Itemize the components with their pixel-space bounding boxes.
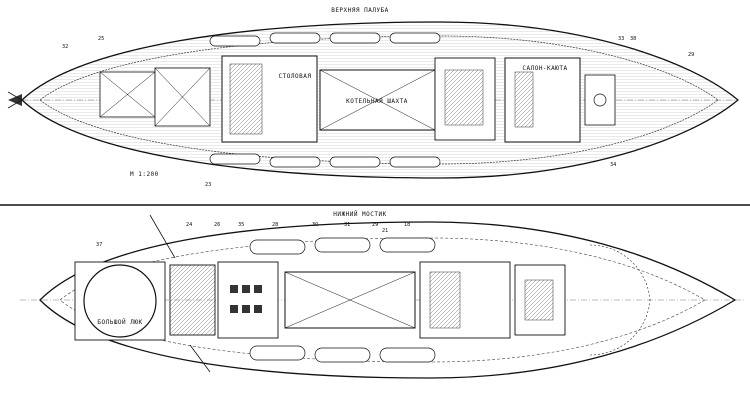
lower-plan-title: НИЖНИЙ МОСТИК	[333, 211, 386, 218]
canteen-label: СТОЛОВАЯ	[279, 73, 312, 80]
callout: 21	[382, 228, 388, 234]
callout: 29	[372, 222, 378, 228]
upper-bow	[8, 94, 22, 106]
upper-lifeboats	[209, 32, 441, 168]
callout: 31	[344, 222, 350, 228]
callout: 33	[618, 36, 624, 42]
callout: 25	[98, 36, 104, 42]
cabin-label: САЛОН-КАЮТА	[522, 65, 567, 72]
callout: 38	[630, 36, 636, 42]
upper-deck-plan: ВЕРХНЯЯ ПАЛУБА СТОЛОВАЯ КОТЕЛЬНАЯ ШАХТА …	[7, 7, 740, 188]
galley-hatch-label: КОТЕЛЬНАЯ ШАХТА	[346, 98, 408, 105]
lower-deck-plan: БОЛЬШОЙ ЛЮК НИЖНИЙ МОСТИК 37	[20, 211, 745, 379]
helipad-circle	[83, 264, 157, 338]
callout: 23	[205, 182, 211, 188]
callout: 28	[272, 222, 278, 228]
callout: 34	[610, 162, 616, 168]
callout: 37	[96, 242, 102, 248]
callout: 29	[688, 52, 694, 58]
callout: 24	[186, 222, 192, 228]
callout: 35	[238, 222, 244, 228]
callout: 18	[404, 222, 410, 228]
helipad-label: БОЛЬШОЙ ЛЮК	[97, 319, 142, 326]
callout: 32	[62, 44, 68, 50]
callout: 26	[214, 222, 220, 228]
callout: 30	[312, 222, 318, 228]
lower-lifeboats	[249, 237, 436, 363]
upper-plan-title: ВЕРХНЯЯ ПАЛУБА	[331, 7, 389, 14]
scale-label: М 1:200	[130, 171, 159, 178]
